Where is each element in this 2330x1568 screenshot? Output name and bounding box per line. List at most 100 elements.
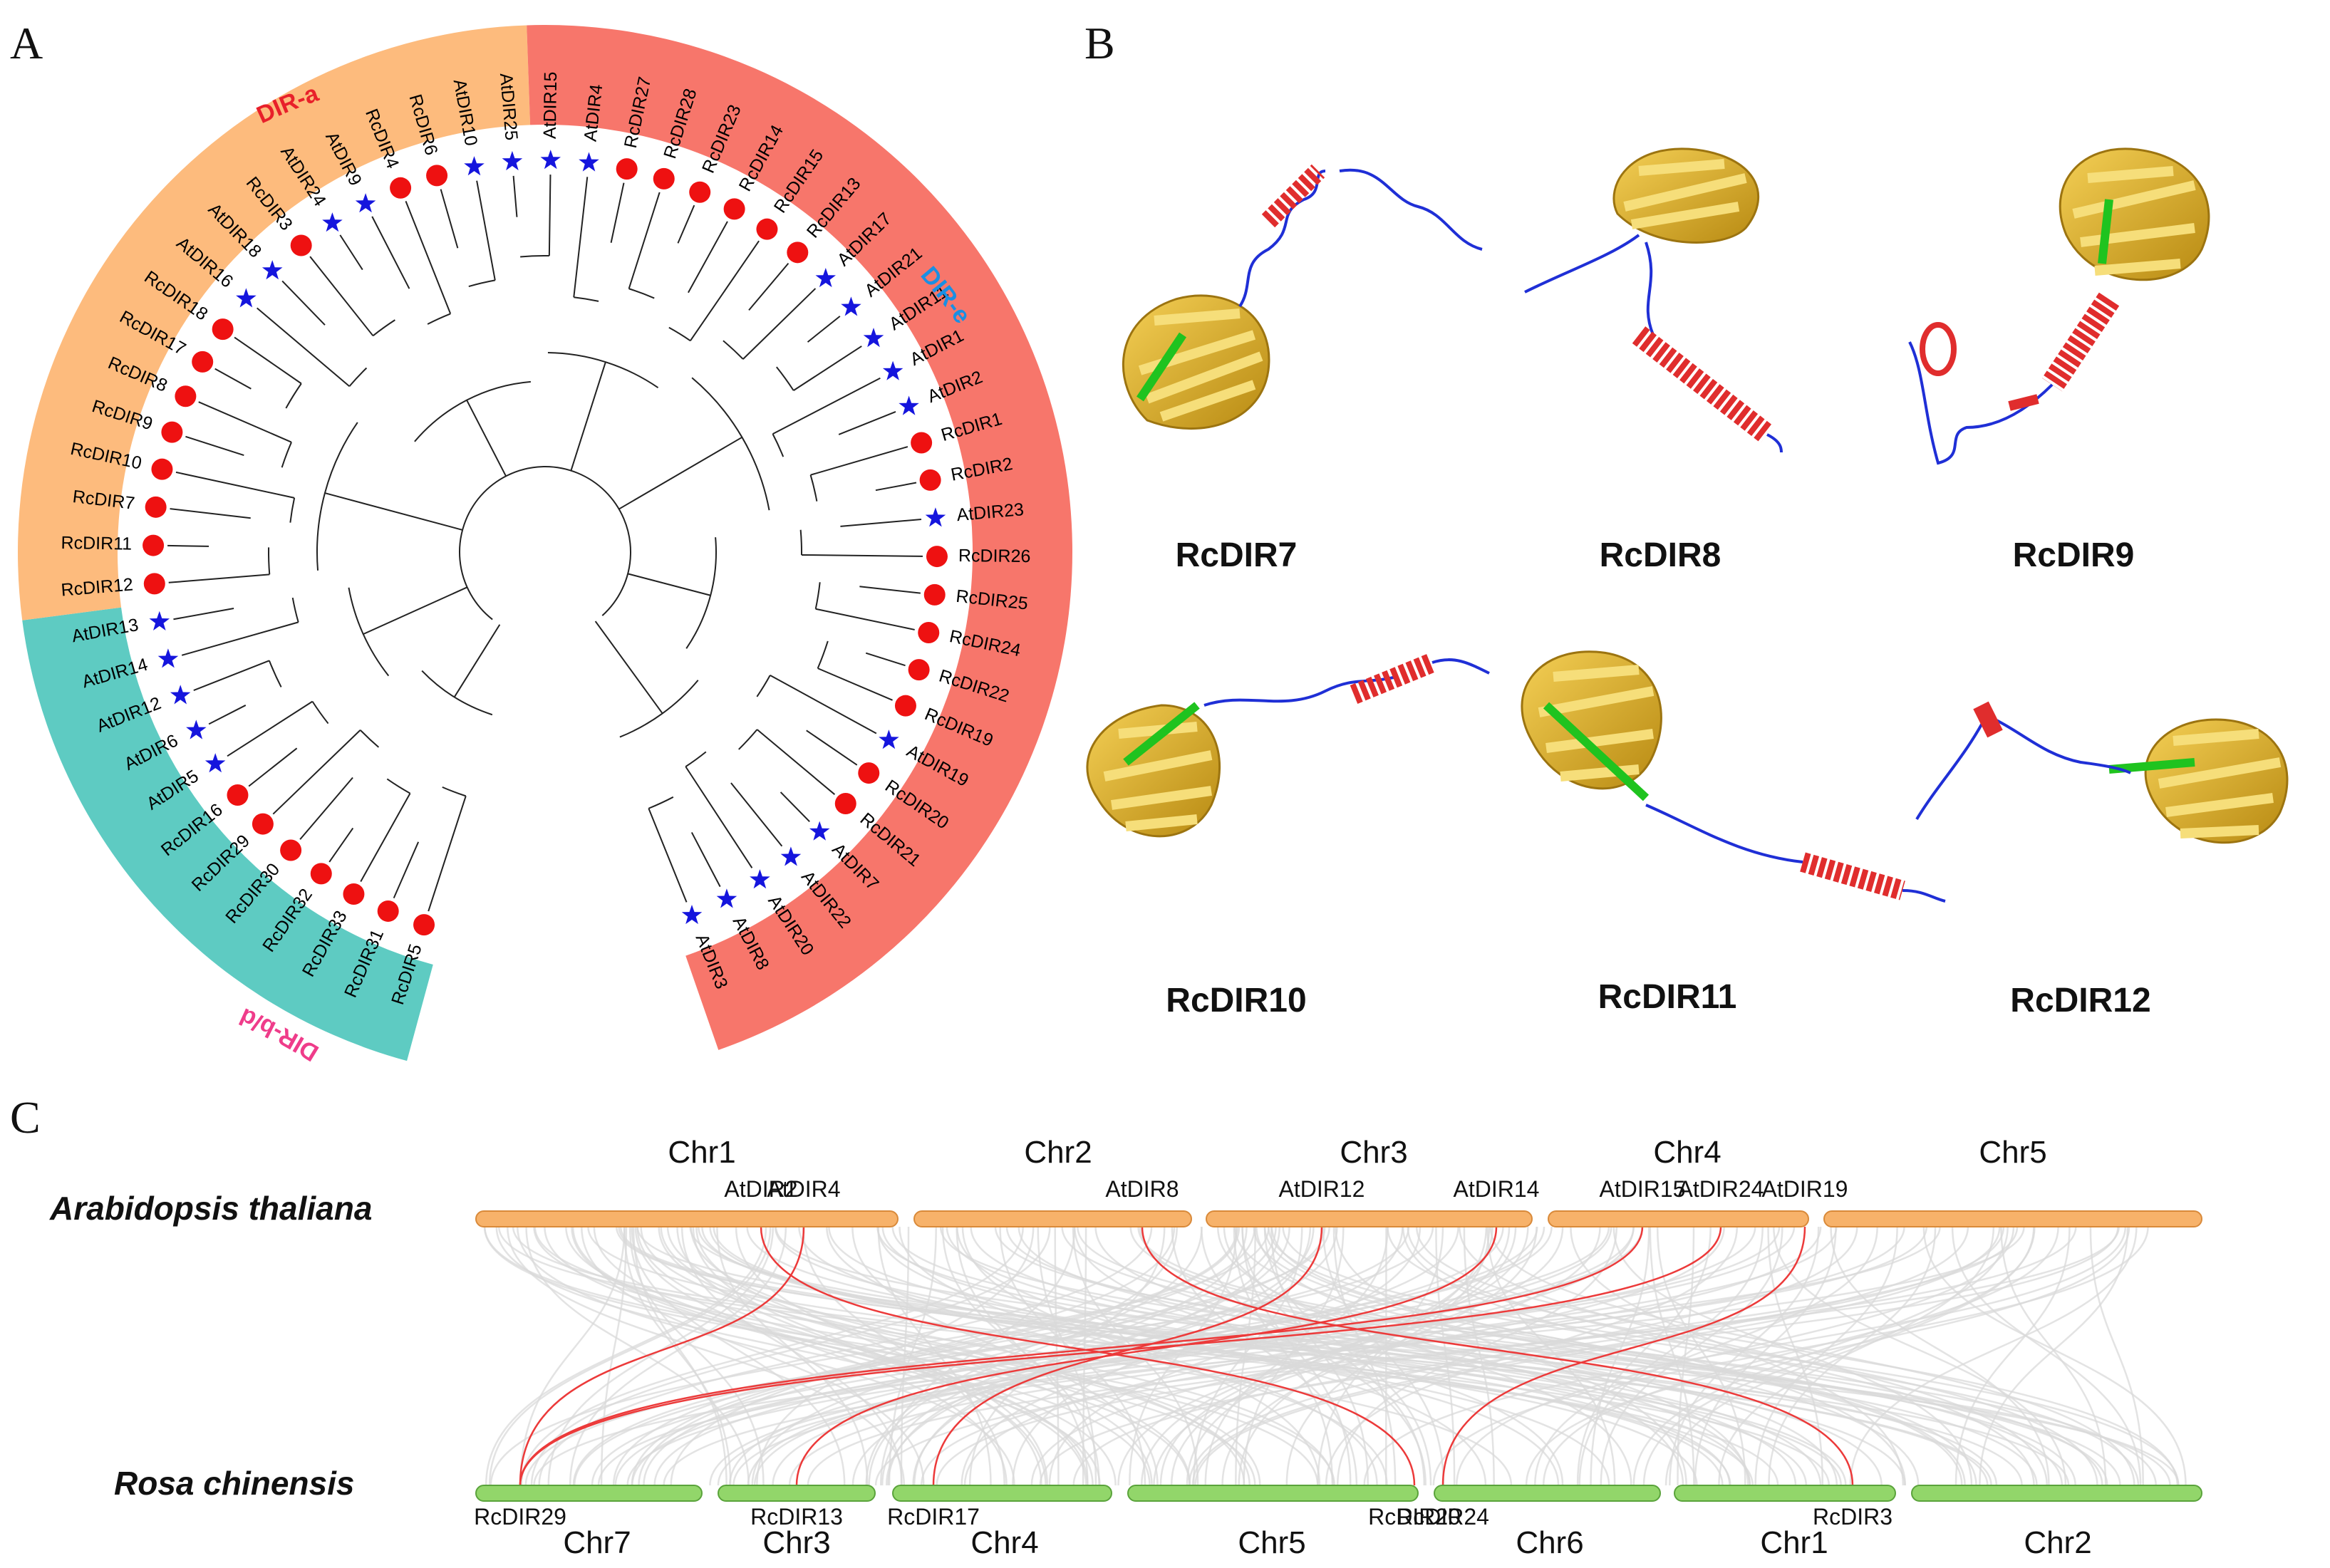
top-gene-label: AtDIR4 <box>767 1176 840 1202</box>
top-gene-label: AtDIR15 <box>1600 1176 1686 1202</box>
synteny-background-link <box>1140 1226 1529 1486</box>
branch <box>466 400 507 477</box>
synteny-background-link <box>643 1226 1326 1486</box>
branch <box>198 401 292 443</box>
arabidopsis-marker <box>502 150 523 171</box>
branch <box>360 793 411 883</box>
branch <box>257 307 351 388</box>
arabidopsis-marker <box>899 395 919 415</box>
synteny-highlight-link <box>519 1226 805 1486</box>
leaf-label: RcDIR11 <box>61 533 132 554</box>
synteny-background-link <box>636 1226 2180 1486</box>
branch <box>512 175 518 217</box>
branch <box>748 262 789 311</box>
branch <box>730 782 783 847</box>
branch <box>793 346 862 391</box>
arabidopsis-marker <box>186 720 207 739</box>
rosa-marker <box>756 218 778 240</box>
rosa-marker <box>926 546 948 568</box>
branch-arc <box>628 288 655 299</box>
rosa-marker <box>290 234 312 256</box>
rosa-chromosome <box>1127 1485 1419 1502</box>
branch <box>801 554 923 557</box>
arabidopsis-marker <box>540 150 561 170</box>
synteny-background-link <box>1432 1226 2149 1486</box>
branch <box>806 730 858 766</box>
branch-arc <box>723 340 744 360</box>
branch <box>405 201 452 314</box>
rosa-marker <box>377 900 399 922</box>
clade-sector-2 <box>527 24 1073 1050</box>
branch-arc <box>776 366 794 391</box>
rosa-marker <box>834 793 856 815</box>
synteny-background-link <box>597 1226 1781 1486</box>
synteny-background-link <box>968 1226 1166 1486</box>
synteny-background-link <box>626 1226 1796 1486</box>
arabidopsis-marker <box>236 288 257 308</box>
structure-rcdir10 <box>1086 653 1490 838</box>
rosa-marker <box>653 167 675 189</box>
structure-label-rcdir8: RcDIR8 <box>1600 536 1721 574</box>
branch-arc <box>289 497 296 523</box>
branch <box>838 411 896 435</box>
branch <box>685 766 753 868</box>
synteny-background-link <box>1459 1226 2048 1486</box>
branch <box>208 705 247 725</box>
rosa-marker <box>145 496 167 518</box>
bottom-gene-label: RcDIR29 <box>474 1504 566 1530</box>
panel-b-letter: B <box>1084 18 1115 68</box>
branch <box>181 621 299 656</box>
rosa-marker <box>908 659 930 681</box>
branch <box>690 240 760 341</box>
synteny-background-link <box>533 1226 1941 1486</box>
synteny-background-link <box>530 1226 1051 1486</box>
branch <box>324 492 463 531</box>
synteny-background-link <box>956 1226 1089 1486</box>
synteny-background-link <box>676 1226 1047 1486</box>
synteny-background-link <box>1954 1226 2071 1486</box>
rosa-chromosome <box>1911 1485 2202 1502</box>
branch-arc <box>348 587 390 677</box>
branch <box>677 204 695 244</box>
synteny-background-link <box>573 1226 1410 1486</box>
synteny-background-link <box>1054 1226 1060 1486</box>
leaf-label: AtDIR15 <box>540 71 561 139</box>
synteny-background-links <box>483 1226 2187 1486</box>
rosa-marker <box>227 784 249 806</box>
branch <box>756 729 836 795</box>
branch-arc <box>427 313 451 325</box>
synteny-background-link <box>1669 1226 1820 1486</box>
synteny-background-link <box>658 1226 1191 1486</box>
branch <box>339 234 363 271</box>
rosa-chromosome <box>892 1485 1112 1502</box>
synteny-background-link <box>1402 1226 1907 1486</box>
arabidopsis-marker <box>149 611 170 630</box>
branch <box>618 436 742 510</box>
branch <box>173 607 234 621</box>
top-chr-label: Chr3 <box>1340 1135 1407 1170</box>
rosa-marker <box>723 198 745 220</box>
synteny-background-link <box>663 1226 2025 1486</box>
synteny-background-link <box>591 1226 1538 1486</box>
synteny-background-link <box>1767 1226 1824 1486</box>
branch <box>185 435 244 457</box>
arabidopsis-marker <box>863 328 884 348</box>
synteny-background-link <box>826 1226 1388 1486</box>
rosa-chromosome <box>1674 1485 1896 1502</box>
branch <box>272 730 361 815</box>
branch <box>193 660 270 691</box>
synteny-background-link <box>632 1226 728 1486</box>
synteny-background-link <box>1718 1226 1995 1486</box>
rosa-marker <box>858 762 880 784</box>
branch-arc <box>772 433 785 457</box>
synteny-background-link <box>1849 1226 2138 1486</box>
rosa-marker <box>212 318 234 341</box>
synteny-background-link <box>1270 1226 1966 1486</box>
branch-arc <box>756 675 771 697</box>
rosa-marker <box>161 421 183 443</box>
branch-arc <box>814 582 821 609</box>
top-gene-label: AtDIR14 <box>1454 1176 1540 1202</box>
synteny-background-link <box>888 1226 937 1486</box>
bottom-chr-label: Chr6 <box>1516 1525 1583 1560</box>
synteny-background-link <box>1773 1226 2067 1486</box>
